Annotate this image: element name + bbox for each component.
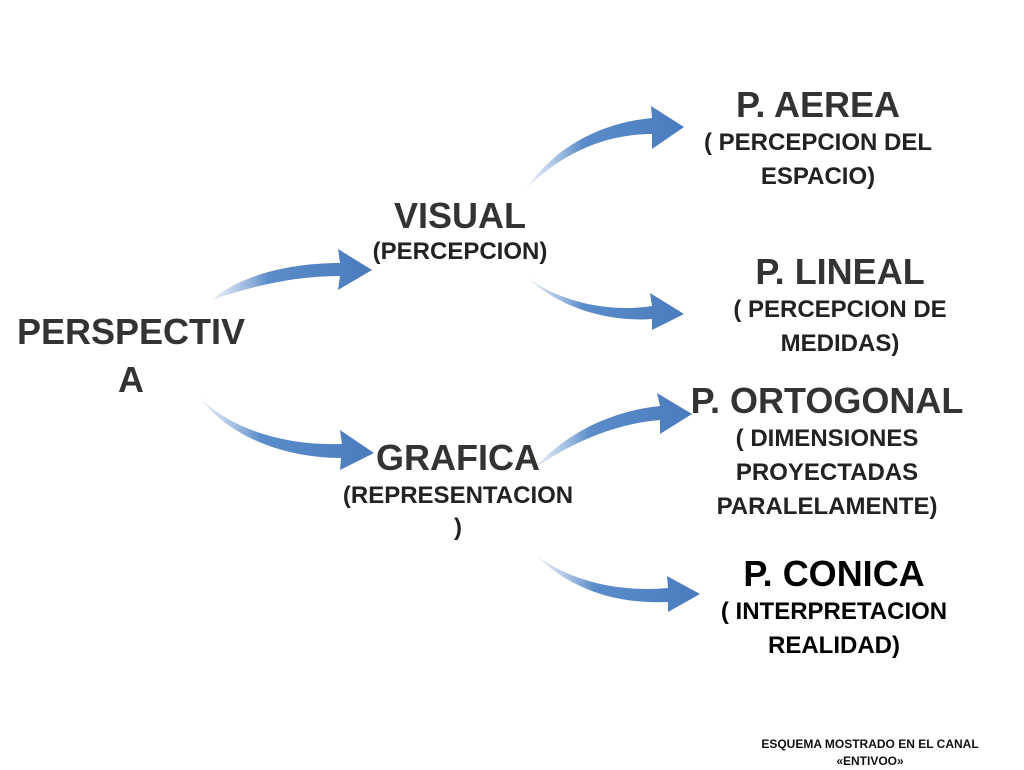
node-conica-line2: REALIDAD) <box>768 632 900 659</box>
node-ortogonal-title: P. ORTOGONAL <box>690 380 964 421</box>
node-ortogonal-line2: PROYECTADAS <box>735 459 919 486</box>
arrow-visual-to-aerea <box>527 106 684 188</box>
node-aerea-title: P. AEREA <box>735 84 901 125</box>
node-aerea-line2: ESPACIO) <box>760 163 876 190</box>
root-label-line2: A <box>118 359 144 400</box>
arrow-grafica-to-conica <box>537 556 700 612</box>
node-conica-line1: ( INTERPRETACION <box>720 598 948 625</box>
node-aerea-line1: ( PERCEPCION DEL <box>703 129 933 156</box>
arrow-root-to-visual <box>212 249 372 300</box>
node-ortogonal: P. ORTOGONAL ( DIMENSIONES PROYECTADAS P… <box>672 380 982 524</box>
node-conica-title: P. CONICA <box>743 553 925 594</box>
node-lineal-line1: ( PERCEPCION DE <box>733 296 947 323</box>
node-grafica-title: GRAFICA <box>376 437 540 478</box>
node-ortogonal-line1: ( DIMENSIONES <box>735 425 919 452</box>
arrow-grafica-to-ortogonal <box>535 393 692 468</box>
node-grafica-subtitle-line1: (REPRESENTACION <box>342 482 574 509</box>
node-conica: P. CONICA ( INTERPRETACION REALIDAD) <box>684 553 984 663</box>
footer-line1: ESQUEMA MOSTRADO EN EL CANAL <box>761 737 979 751</box>
node-visual-subtitle: (PERCEPCION) <box>372 238 548 265</box>
node-lineal-line2: MEDIDAS) <box>780 330 900 357</box>
arrow-visual-to-lineal <box>528 278 684 330</box>
node-visual-title: VISUAL <box>393 195 526 236</box>
node-aerea: P. AEREA ( PERCEPCION DEL ESPACIO) <box>668 84 968 194</box>
node-ortogonal-line3: PARALELAMENTE) <box>716 493 938 520</box>
footer-caption: ESQUEMA MOSTRADO EN EL CANAL «ENTIVOO» <box>730 736 1010 770</box>
arrow-root-to-grafica <box>200 398 374 470</box>
root-node-perspectiva: PERSPECTIV A <box>0 308 262 404</box>
node-lineal-title: P. LINEAL <box>755 251 925 292</box>
root-label-line1: PERSPECTIV <box>16 311 246 352</box>
node-visual: VISUAL (PERCEPCION) <box>340 195 580 267</box>
footer-line2: «ENTIVOO» <box>836 754 904 768</box>
node-lineal: P. LINEAL ( PERCEPCION DE MEDIDAS) <box>690 251 990 361</box>
node-grafica-subtitle-line2: ) <box>454 514 462 541</box>
node-grafica: GRAFICA (REPRESENTACION ) <box>312 437 604 543</box>
